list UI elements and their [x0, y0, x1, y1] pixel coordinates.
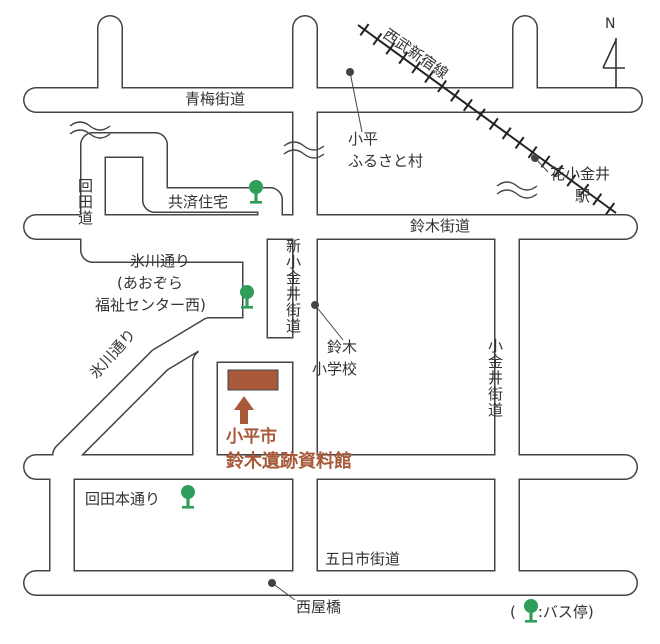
railway-tie	[566, 174, 577, 187]
railway-tie	[462, 98, 473, 112]
shin-koganei-kaido-label: 新小金井街道	[284, 238, 302, 334]
suzuki-kaido-label: 鈴木街道	[410, 217, 471, 235]
railway-tie	[385, 42, 396, 55]
legend: ( :バス停)	[510, 601, 594, 622]
nishiyabashi-label: 西屋橋	[296, 598, 342, 616]
hikawa-dori-sub2-label: 福祉センター西)	[95, 296, 206, 314]
itsukaichi-kaido-label: 五日市街道	[325, 550, 401, 568]
hanakoganei-label-2: 駅	[575, 187, 591, 205]
railway-tie	[437, 80, 447, 93]
railway-line	[357, 23, 617, 215]
hanakoganei-label-1: 花小金井	[550, 165, 611, 183]
railway-tie	[372, 32, 383, 46]
railway-tie	[475, 108, 486, 121]
kaita-hon-dori-label: 回田本通り	[85, 490, 161, 508]
railway-tie	[411, 61, 422, 74]
landmark-pointers	[268, 68, 549, 601]
koganei-kaido-label: 小金井街道	[486, 338, 504, 418]
destination-building	[227, 369, 279, 391]
railway-tie	[592, 193, 603, 206]
railway-tie	[424, 70, 435, 84]
railway-tie	[514, 136, 525, 150]
destination-label-2: 鈴木遺跡資料館	[226, 451, 352, 472]
furusato-label-2: ふるさと村	[348, 152, 424, 170]
north-arrow-icon	[602, 38, 625, 88]
railway-tie	[488, 117, 499, 131]
railway-tie	[527, 145, 538, 159]
kaita-dori-label: 回田道	[76, 178, 94, 226]
railway-tie	[359, 23, 370, 36]
railway-tie	[605, 202, 616, 215]
hikawa-dori-sub-label: (あおぞら	[117, 274, 183, 292]
legend-open: (	[510, 602, 516, 621]
bus-stop-icon-kaita	[181, 485, 195, 509]
railway-tie	[450, 89, 460, 102]
hikawa-dori-label: 氷川通り	[130, 252, 191, 270]
road-break-marks	[69, 121, 538, 199]
railway-tie	[398, 51, 409, 65]
legend-text: :バス停)	[537, 603, 594, 621]
north-label: N	[605, 16, 616, 32]
destination-label-1: 小平市	[226, 427, 277, 447]
suzuki-school-label-2: 小学校	[312, 360, 358, 378]
kyosai-label: 共済住宅	[168, 193, 229, 211]
railway-tie	[553, 164, 564, 178]
destination-arrow-icon	[234, 396, 254, 424]
road-fills	[24, 16, 642, 595]
railway-tie	[501, 127, 512, 140]
railway-tie	[579, 183, 590, 197]
furusato-label-1: 小平	[348, 130, 379, 148]
suzuki-school-label-1: 鈴木	[327, 338, 358, 356]
railway-tie	[540, 155, 551, 168]
ome-kaido-label: 青梅街道	[185, 90, 246, 108]
